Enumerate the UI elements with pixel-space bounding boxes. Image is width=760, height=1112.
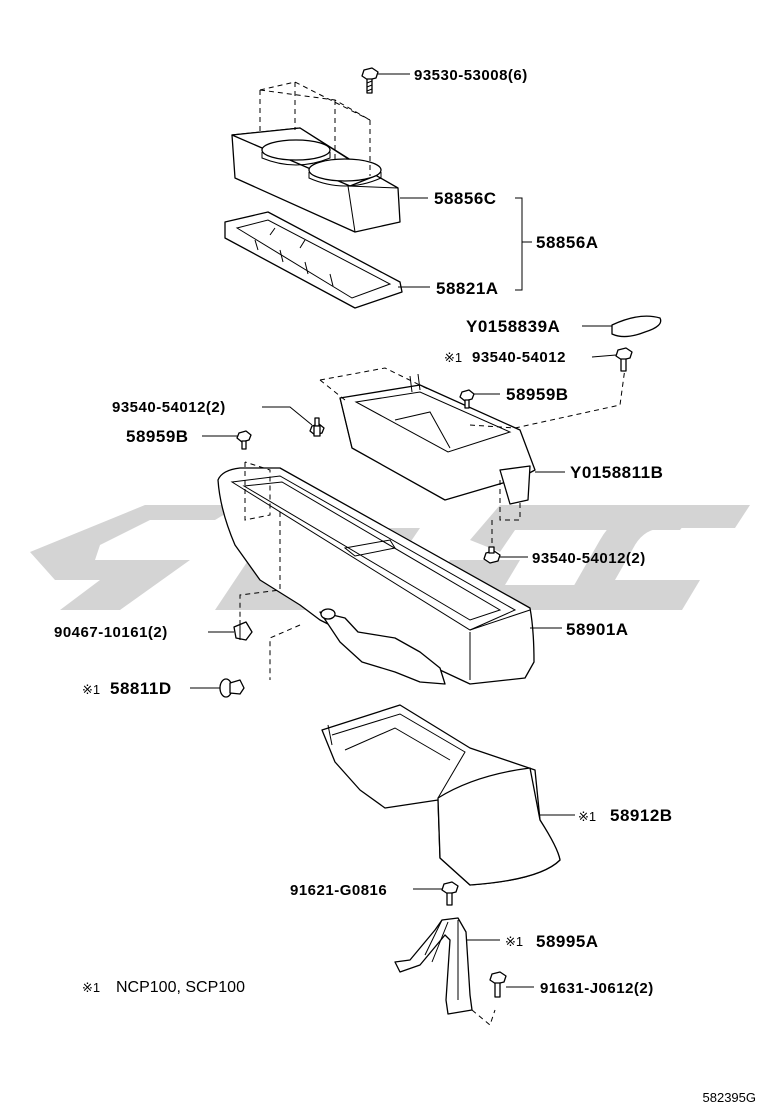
- part-58901A: [217, 461, 535, 685]
- label-93540-54012-lower: 93540-54012(2): [532, 550, 646, 567]
- label-58959B-right: 58959B: [506, 385, 569, 404]
- bolt-icon: [459, 389, 475, 409]
- part-58995A: [394, 917, 496, 1026]
- clip-icon: [219, 678, 245, 698]
- label-90467-10161: 90467-10161(2): [54, 624, 168, 641]
- bolt-icon: [441, 881, 459, 906]
- label-93530-53008: 93530-53008(6): [414, 67, 528, 84]
- leader-lines: [190, 73, 617, 988]
- bolt-icon: [361, 67, 379, 94]
- label-91631-J0612: 91631-J0612(2): [540, 980, 654, 997]
- label-58959B-left: 58959B: [126, 427, 189, 446]
- part-Y0158811B: [319, 367, 626, 545]
- label-58856C: 58856C: [434, 189, 497, 208]
- part-labels: 93530-53008(6) 58856C 58856A 58821A Y015…: [54, 67, 673, 997]
- bolt-icon: [309, 417, 325, 437]
- label-58995A: 58995A: [536, 932, 599, 951]
- label-93540-top-note-mark: ※1: [444, 350, 462, 365]
- label-58811D-note-mark: ※1: [82, 682, 100, 697]
- label-58995A-note-mark: ※1: [505, 934, 523, 949]
- clip-icon: [233, 620, 253, 641]
- footnote: ※1 NCP100, SCP100: [82, 979, 245, 996]
- bolt-icon: [236, 430, 252, 450]
- label-58912B-note-mark: ※1: [578, 809, 596, 824]
- label-58912B: 58912B: [610, 806, 673, 825]
- drawing-number: 582395G: [703, 1090, 757, 1105]
- bolt-icon: [483, 546, 501, 564]
- part-58856C: [231, 81, 401, 233]
- part-58821A: [224, 211, 403, 309]
- bolt-icon: [489, 971, 507, 998]
- label-58901A: 58901A: [566, 620, 629, 639]
- label-58856A: 58856A: [536, 233, 599, 252]
- label-Y0158839A: Y0158839A: [466, 317, 560, 336]
- footnote-text: NCP100, SCP100: [116, 979, 245, 996]
- part-58912B: [321, 704, 561, 886]
- label-58821A: 58821A: [436, 279, 499, 298]
- label-Y0158811B: Y0158811B: [570, 463, 663, 482]
- label-58811D: 58811D: [110, 679, 172, 698]
- label-91621-G0816: 91621-G0816: [290, 882, 387, 899]
- footnote-mark: ※1: [82, 980, 100, 995]
- bolt-icon: [615, 347, 633, 372]
- label-93540-54012-left: 93540-54012(2): [112, 399, 226, 416]
- label-93540-54012-top: 93540-54012: [472, 349, 566, 366]
- part-Y0158839A: [611, 315, 662, 338]
